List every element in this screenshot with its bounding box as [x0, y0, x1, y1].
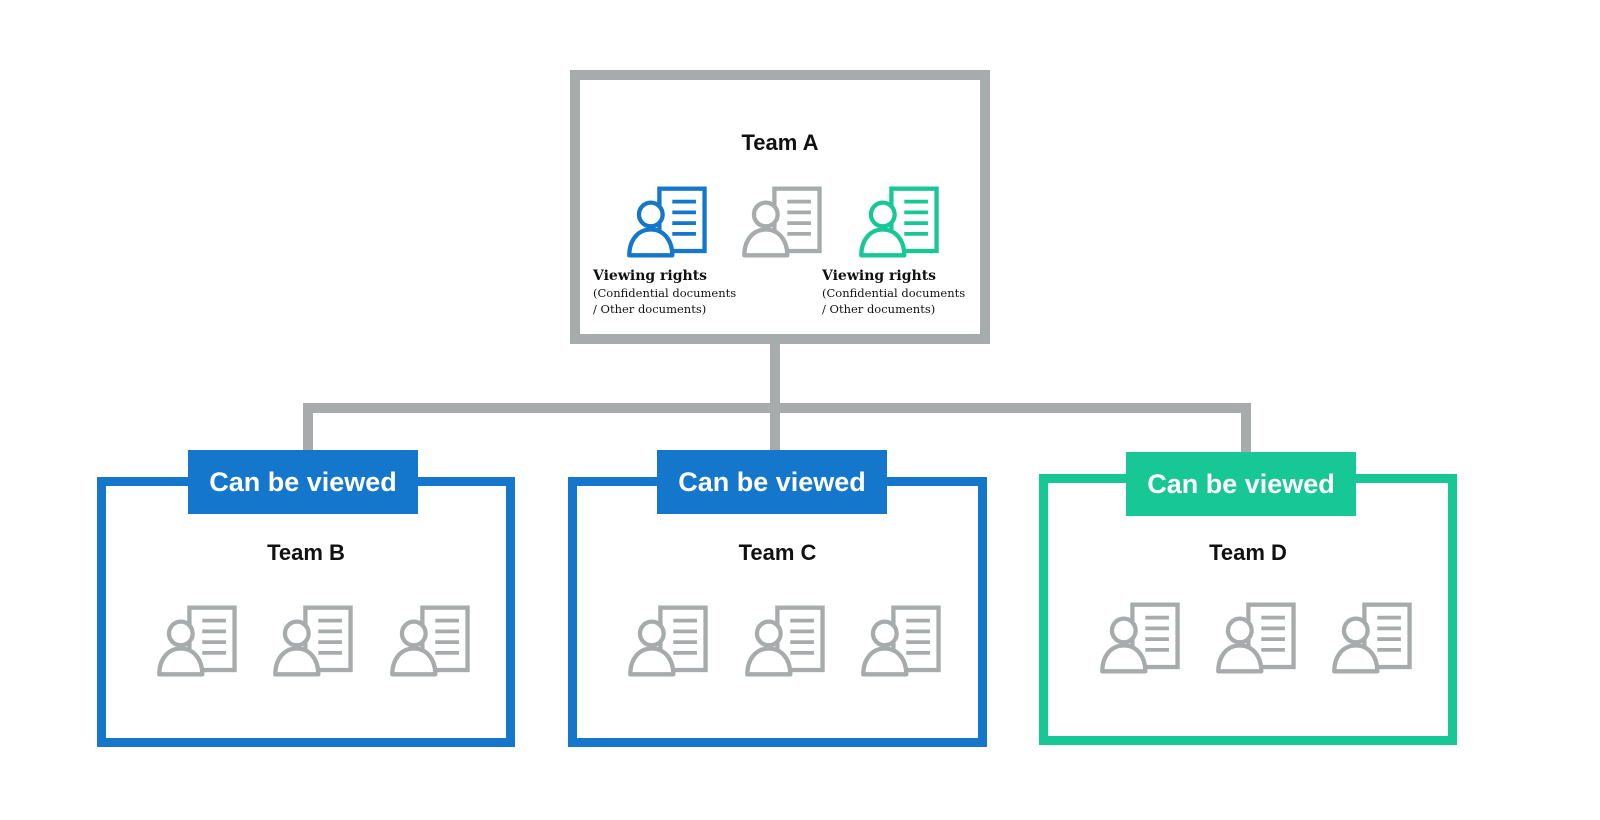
- connector-vertical-main: [770, 340, 780, 410]
- person-document-icon: [1214, 600, 1300, 676]
- viewing-rights-detail-line1: (Confidential documents: [593, 286, 737, 300]
- person-document-icon: [859, 603, 945, 679]
- person-document-icon: [1098, 600, 1184, 676]
- viewing-rights-blue: Viewing rights (Confidential documents /…: [593, 267, 736, 317]
- viewing-rights-title: Viewing rights: [593, 268, 708, 284]
- team-a-title: Team A: [741, 130, 819, 155]
- can-be-viewed-tag-team-b: Can be viewed: [188, 450, 418, 514]
- team-b-title: Team B: [267, 540, 345, 565]
- person-document-icon: [625, 184, 711, 260]
- connector-to-team-c: [770, 403, 780, 455]
- connector-to-team-b: [303, 403, 313, 455]
- person-document-icon: [857, 184, 943, 260]
- viewing-rights-detail-line1: (Confidential documents: [822, 286, 966, 300]
- viewing-rights-title: Viewing rights: [822, 268, 937, 284]
- viewing-rights-detail-line2: / Other documents): [822, 302, 936, 316]
- connector-to-team-d: [1241, 403, 1251, 457]
- team-d-title: Team D: [1209, 540, 1287, 565]
- person-document-icon: [740, 184, 826, 260]
- can-be-viewed-tag-team-d: Can be viewed: [1126, 452, 1356, 516]
- team-c-title: Team C: [738, 540, 817, 565]
- person-document-icon: [271, 603, 357, 679]
- can-be-viewed-tag-team-c: Can be viewed: [657, 450, 887, 514]
- person-document-icon: [1330, 600, 1416, 676]
- viewing-rights-green: Viewing rights (Confidential documents /…: [822, 267, 965, 317]
- viewing-rights-detail-line2: / Other documents): [593, 302, 707, 316]
- person-document-icon: [388, 603, 474, 679]
- person-document-icon: [155, 603, 241, 679]
- person-document-icon: [626, 603, 712, 679]
- person-document-icon: [743, 603, 829, 679]
